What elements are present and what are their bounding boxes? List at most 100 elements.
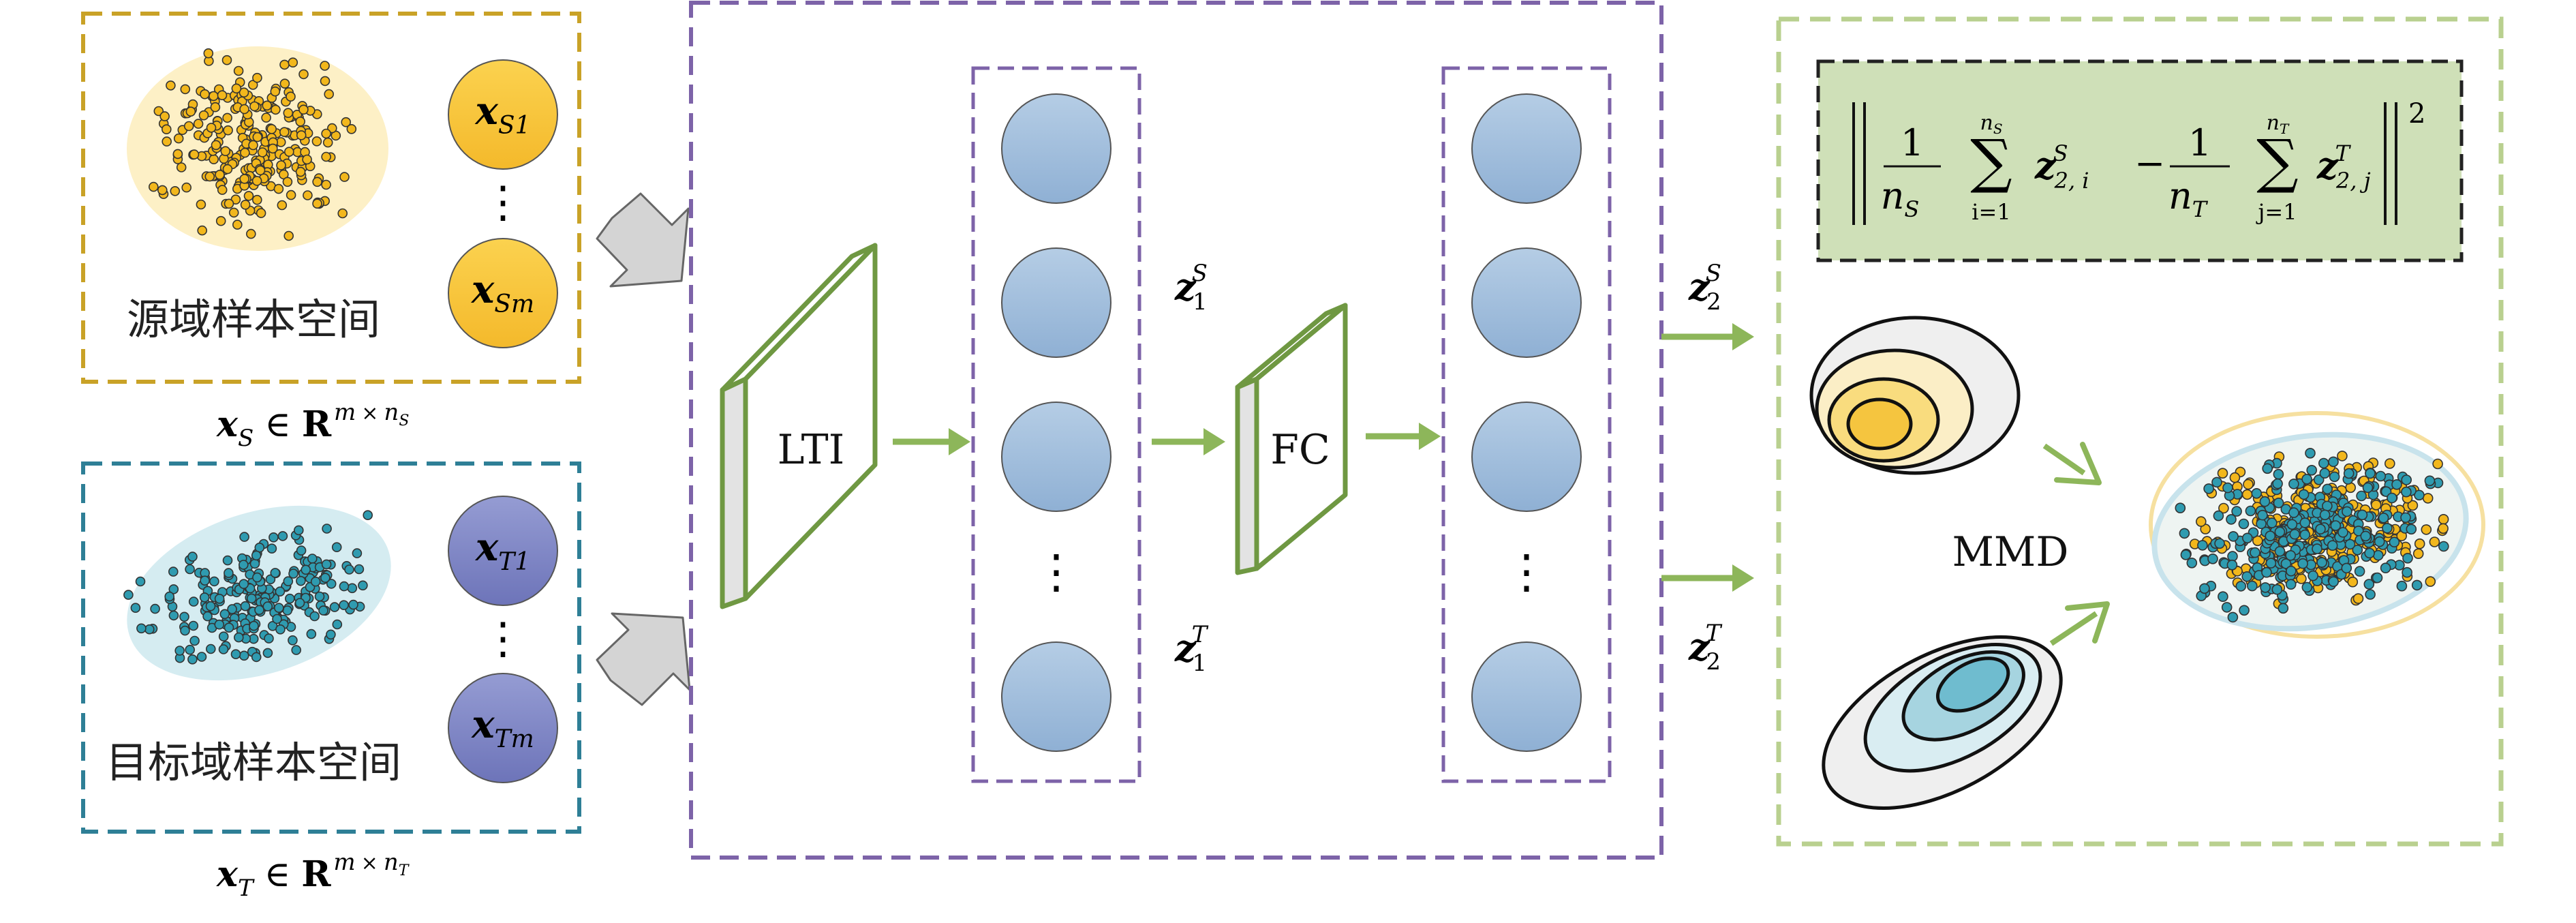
target-sample-dot [246,593,257,604]
mixed-source-dot [2347,576,2359,588]
source-sample-dot [339,172,350,182]
arrow-fc-to-output [1366,423,1441,450]
formula-sum-upper-i: nS [1980,111,2002,137]
target-sample-dot [301,564,311,575]
target-sample-dot [185,644,196,655]
target-domain-label: 目标域样本空间 [106,738,401,787]
source-sample-dot [193,119,204,129]
mixed-source-dot [2243,479,2254,490]
target-sample-dot [310,576,321,587]
mixed-source-dot [2432,458,2443,470]
fc-layer: FC [1235,303,1348,575]
target-sample-dot [180,625,190,636]
mixed-target-dot [2337,527,2348,538]
target-sample-dot [321,559,332,570]
target-sample-dot [314,591,325,602]
source-sample-dot [346,124,357,134]
target-sample-dot [344,564,354,575]
mixed-target-dot [2222,482,2233,494]
formula-sum-j: ∑ [2256,127,2298,196]
arrow-hidden-to-fc [1152,428,1225,455]
source-sample-dot [298,104,309,115]
mixed-target-dot [2352,544,2363,556]
formula-sum-i: ∑ [1970,127,2012,196]
source-panel-border [81,12,581,384]
target-sample-dot [199,592,210,603]
target-sample-dot [239,579,249,590]
target-sample-dot [339,581,350,592]
mixed-source-dot [2385,458,2395,469]
source-sample-dot [239,104,249,115]
target-sample-dot [251,652,262,663]
target-sample-dot [219,609,230,620]
hidden2-node-last [1471,641,1582,752]
mixed-target-dot [2380,562,2391,574]
source-sample-dot [261,112,271,123]
hidden2-vdots: ⋮ [1503,545,1550,599]
mixed-target-dot [2247,580,2258,592]
target-sample-dot [363,510,373,521]
mixed-source-dot [2337,451,2348,462]
source-sample-dot [181,182,192,193]
mixed-target-dot [2391,479,2402,490]
mixed-target-dot [2278,603,2289,614]
mixed-target-dot [2307,570,2318,581]
target-sample-dot [218,631,229,642]
mixed-target-dot [2280,558,2292,569]
mixed-target-dot [2203,483,2214,494]
source-sample-dot [220,146,231,156]
source-sample-dot [176,162,187,172]
source-sample-dot [341,117,352,127]
source-sample-dot [262,100,273,111]
mixed-target-dot [2286,519,2298,530]
source-sample-dot [249,101,260,112]
target-sample-dot [187,551,198,562]
mixed-target-dot [2285,579,2297,590]
mixed-target-dot [2299,517,2311,528]
mixed-target-dot [2344,539,2356,550]
mixed-target-dot [2312,543,2322,554]
source-sample-dot [209,91,219,102]
mixed-target-dot [2401,486,2412,498]
target-sample-dot [275,586,286,597]
mixed-target-dot [2175,502,2186,514]
source-sample-dot [322,137,333,148]
source-sample-dot [256,208,266,218]
target-sample-dot [222,555,233,566]
target-sample-dot [307,554,318,564]
target-sample-dot [249,620,259,631]
mixed-target-dot [2389,536,2400,548]
source-sample-dot [321,128,331,139]
target-sample-dot [238,560,249,570]
mixed-target-dot [2235,581,2247,592]
mixed-target-dot [2261,566,2272,578]
source-sample-dot [282,177,293,187]
mixed-target-dot [2375,470,2387,482]
target-node-bottom [448,673,558,783]
mixed-target-dot [2286,565,2297,577]
target-sample-dot [262,648,273,659]
mixed-target-dot [2401,474,2412,485]
target-vdots: ⋮ [481,614,525,664]
mixed-target-dot [2257,509,2268,521]
source-sample-dot [203,48,214,59]
target-sample-dot [200,575,210,586]
target-domain-panel: xT1 ⋮ xTm 目标域样本空间 [81,462,581,834]
formula-n-s: nS [1881,175,1920,222]
mixed-target-dot [2382,522,2393,534]
source-sample-dot [217,185,228,195]
mixed-target-dot [2211,476,2222,488]
mixed-target-dot [2406,524,2417,535]
target-sample-dot [174,646,185,656]
mixed-target-dot [2363,579,2375,590]
source-node-top-label: xS1 [475,89,531,140]
mixed-source-dot [2422,493,2434,504]
mixed-target-dot [2274,526,2286,538]
target-sample-dot [249,558,260,569]
mixed-target-dot [2315,524,2326,535]
mixed-source-dot [2370,499,2382,511]
mixed-target-dot [2402,566,2412,578]
target-sample-dot [284,593,295,604]
